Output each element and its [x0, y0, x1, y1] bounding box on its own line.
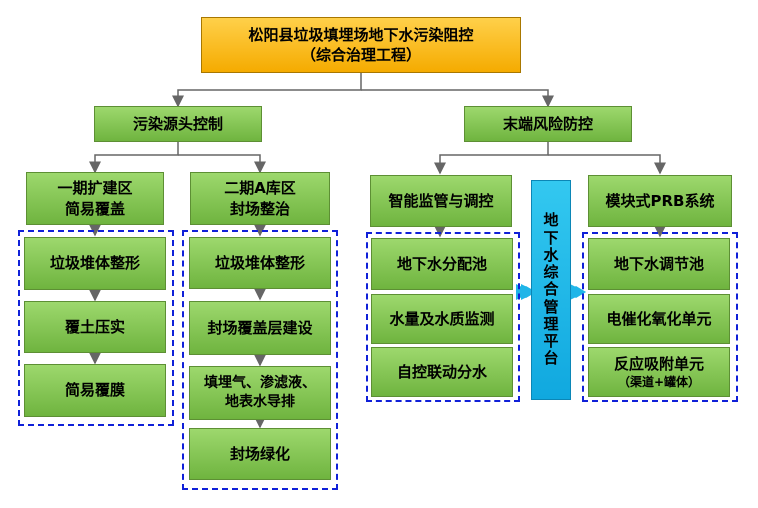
management-platform: 地下水综合管理平台 [531, 180, 571, 400]
management-platform-label: 地下水综合管理平台 [543, 211, 559, 368]
phase2-group-frame [182, 230, 338, 490]
monitor-item: 自控联动分水 [371, 347, 513, 397]
monitor-group-frame [366, 232, 520, 402]
prb-item-label: 反应吸附单元 [613, 354, 704, 373]
phase2-step: 填埋气、渗滤液、地表水导排 [189, 366, 331, 420]
prb-item: 反应吸附单元 （渠道+罐体） [588, 347, 730, 397]
subgroup-phase1: 一期扩建区 简易覆盖 [26, 172, 164, 225]
subgroup-phase1-line1: 一期扩建区 [57, 179, 133, 198]
phase2-step: 封场覆盖层建设 [189, 301, 331, 355]
main-title-box: 松阳县垃圾填埋场地下水污染阻控 （综合治理工程） [201, 17, 521, 73]
subgroup-monitor: 智能监管与调控 [370, 175, 512, 227]
subgroup-phase2: 二期A库区 封场整治 [190, 172, 330, 225]
phase2-step-label: 填埋气、渗滤液、地表水导排 [204, 375, 316, 410]
prb-item-sublabel: （渠道+罐体） [617, 375, 701, 390]
branch-risk-control-label: 末端风险防控 [502, 114, 593, 133]
subgroup-prb: 模块式PRB系统 [588, 175, 732, 227]
branch-source-control-label: 污染源头控制 [132, 114, 223, 133]
branch-source-control: 污染源头控制 [94, 106, 262, 142]
monitor-item: 地下水分配池 [371, 238, 513, 290]
subgroup-prb-label: 模块式PRB系统 [605, 191, 715, 210]
phase1-step: 垃圾堆体整形 [24, 237, 166, 290]
phase2-step: 垃圾堆体整形 [189, 237, 331, 289]
phase1-group-frame [18, 230, 174, 426]
monitor-item-label: 自控联动分水 [396, 362, 487, 381]
branch-risk-control: 末端风险防控 [464, 106, 632, 142]
prb-item: 电催化氧化单元 [588, 294, 730, 344]
subgroup-phase2-line1: 二期A库区 [224, 179, 296, 198]
main-subtitle: （综合治理工程） [300, 46, 421, 64]
phase2-step-label: 封场绿化 [229, 444, 290, 463]
main-title: 松阳县垃圾填埋场地下水污染阻控 [248, 25, 474, 44]
subgroup-phase1-line2: 简易覆盖 [64, 199, 125, 218]
subgroup-monitor-label: 智能监管与调控 [388, 191, 494, 210]
phase1-step: 覆土压实 [24, 301, 166, 353]
phase1-step-label: 覆土压实 [64, 317, 125, 336]
phase1-step-label: 简易覆膜 [64, 381, 125, 400]
phase1-step: 简易覆膜 [24, 364, 166, 417]
monitor-item: 水量及水质监测 [371, 294, 513, 344]
monitor-item-label: 地下水分配池 [396, 254, 487, 273]
phase2-step-label: 垃圾堆体整形 [214, 253, 305, 272]
prb-item-label: 电催化氧化单元 [606, 309, 712, 328]
subgroup-phase2-line2: 封场整治 [229, 199, 290, 218]
prb-item-label: 地下水调节池 [613, 254, 704, 273]
prb-group-frame [582, 232, 738, 402]
prb-item: 地下水调节池 [588, 238, 730, 290]
phase1-step-label: 垃圾堆体整形 [49, 254, 140, 273]
phase2-step-label: 封场覆盖层建设 [207, 318, 313, 337]
phase2-step: 封场绿化 [189, 428, 331, 480]
monitor-item-label: 水量及水质监测 [389, 309, 495, 328]
